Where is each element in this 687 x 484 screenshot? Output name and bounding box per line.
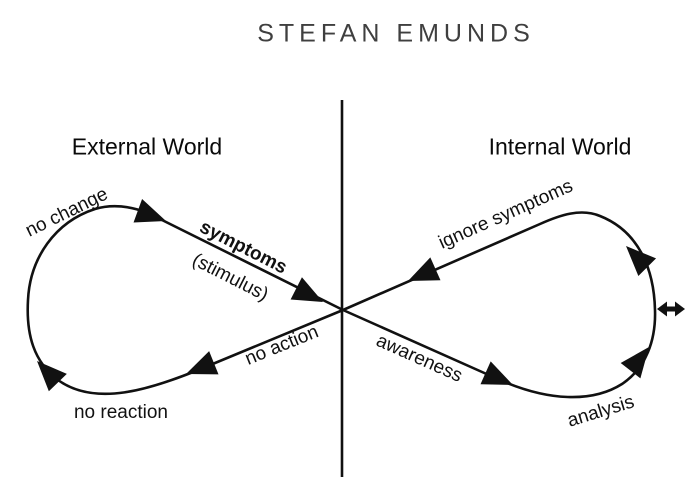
right-loop-up-arrowhead-icon <box>620 347 649 379</box>
no-reaction-arrowhead-icon <box>37 361 67 392</box>
right-loop-top-arrowhead-icon <box>626 246 657 277</box>
no-reaction-label: no reaction <box>73 402 169 423</box>
internal-world-heading: Internal World <box>488 133 632 160</box>
double-arrow-icon <box>657 301 685 317</box>
no-action-arrowhead-icon <box>186 351 219 375</box>
external-world-heading: External World <box>71 133 223 160</box>
right-loop-path <box>342 211 657 399</box>
awareness-arrowhead-icon <box>480 361 513 385</box>
ignore-symptoms-arrowhead-icon <box>408 257 441 281</box>
page-title: STEFAN EMUNDS <box>257 19 535 48</box>
symptoms-arrowhead-icon <box>290 277 323 302</box>
left-loop-path <box>26 204 344 396</box>
no-change-arrowhead-icon <box>133 198 166 223</box>
